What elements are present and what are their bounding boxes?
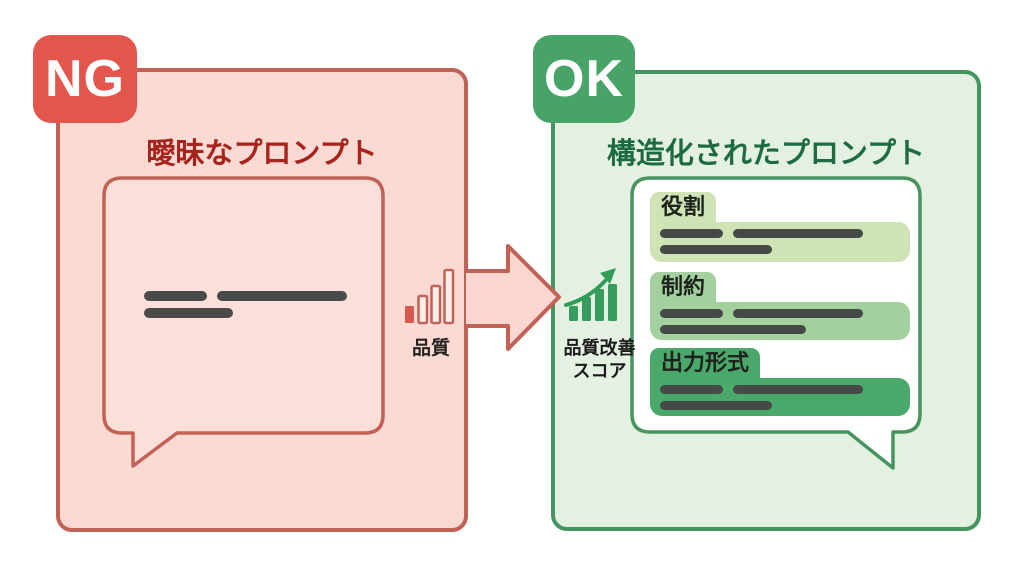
ok-badge-label: OK bbox=[544, 50, 624, 108]
prompt-block-role: 役割 bbox=[650, 192, 910, 262]
prompt-block-role-label: 役割 bbox=[650, 192, 717, 222]
ng-panel-title: 曖昧なプロンプト bbox=[146, 138, 378, 170]
ng-badge: NG bbox=[33, 35, 137, 123]
text-line-placeholder bbox=[660, 229, 723, 238]
text-line-placeholder bbox=[660, 385, 723, 394]
improvement-chart-label-line1: 品質改善 bbox=[563, 338, 636, 358]
text-line-placeholder bbox=[733, 309, 863, 318]
prompt-block-constraint-body bbox=[650, 302, 910, 340]
transform-arrow-icon bbox=[466, 244, 561, 351]
text-line-placeholder bbox=[660, 309, 723, 318]
prompt-block-constraint: 制約 bbox=[650, 272, 910, 340]
text-line-placeholder bbox=[217, 291, 347, 301]
ok-panel-title: 構造化されたプロンプト bbox=[606, 138, 926, 170]
ng-badge-label: NG bbox=[45, 50, 125, 108]
text-line-placeholder bbox=[733, 385, 863, 394]
ok-badge: OK bbox=[533, 35, 635, 123]
improvement-chart-label-line2: スコア bbox=[572, 361, 627, 381]
quality-chart-label: 品質 bbox=[411, 338, 450, 359]
text-line-placeholder bbox=[660, 325, 806, 334]
prompt-block-output-format-body bbox=[650, 378, 910, 416]
text-line-placeholder bbox=[144, 291, 207, 301]
prompt-block-role-body bbox=[650, 222, 910, 262]
text-line-placeholder bbox=[660, 401, 772, 410]
prompt-block-output-format-label: 出力形式 bbox=[650, 348, 761, 378]
prompt-block-constraint-label: 制約 bbox=[650, 272, 717, 302]
prompt-block-output-format: 出力形式 bbox=[650, 348, 910, 416]
text-line-placeholder bbox=[660, 245, 772, 254]
text-line-placeholder bbox=[144, 308, 233, 318]
text-line-placeholder bbox=[733, 229, 863, 238]
